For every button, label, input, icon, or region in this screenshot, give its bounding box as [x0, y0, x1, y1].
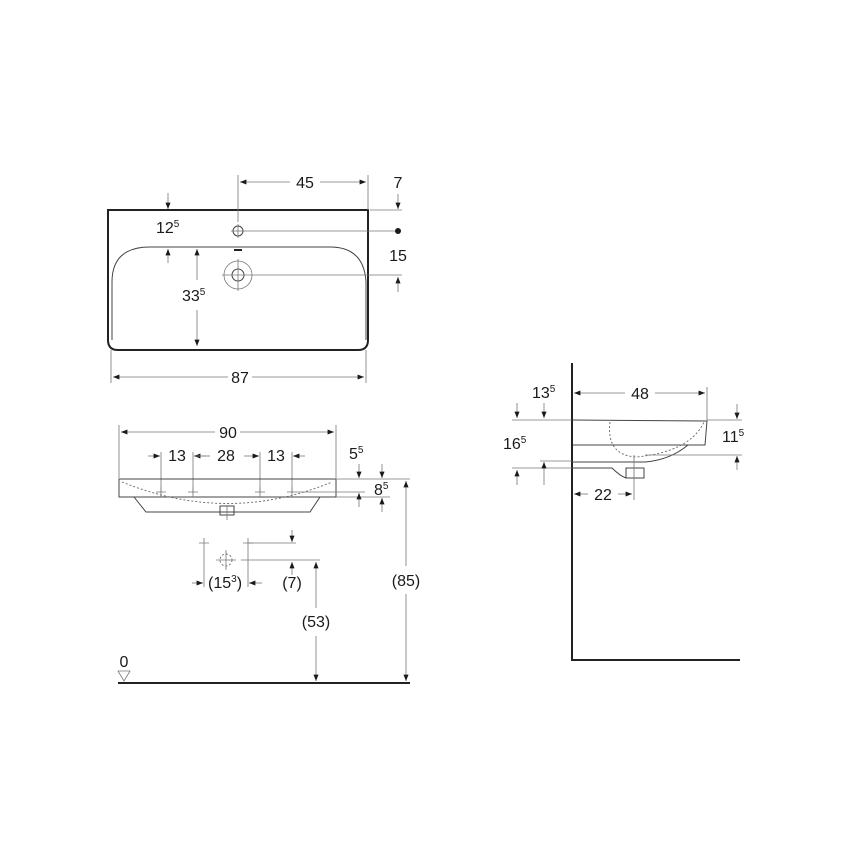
side-view: 48 135 165 115 22 — [503, 363, 745, 661]
dim-fixing-height-top: 55 — [349, 445, 364, 463]
dim-edge-offset: 7 — [394, 175, 403, 192]
dim-projection: 48 — [631, 386, 649, 403]
top-view: 45 7 15 125 335 87 — [107, 175, 407, 387]
dim-bowl-depth: 335 — [182, 287, 206, 305]
basin-outline-top — [107, 209, 369, 351]
basin-outline-front — [118, 478, 337, 498]
tap-hole-icon — [231, 224, 245, 238]
dim-waste-offset: (7) — [282, 575, 302, 592]
dim-wall-clearance: 135 — [532, 384, 556, 402]
dim-rim-depth: 125 — [156, 219, 180, 237]
dim-waste-height: (53) — [302, 614, 330, 631]
floor-level-label: 0 — [120, 654, 129, 671]
dim-hole-spacing-middle: 28 — [217, 448, 235, 465]
dim-waste-from-wall: 22 — [594, 487, 612, 504]
dim-front-height: 115 — [722, 428, 745, 446]
floor-level-triangle-icon — [117, 670, 131, 682]
dim-overall-width-front: 90 — [219, 425, 237, 442]
dim-rim-height: 85 — [374, 481, 389, 499]
dim-tap-to-edge: 45 — [296, 175, 314, 192]
waste-outlet-icon — [216, 550, 236, 570]
front-view: 90 13 28 13 55 85 — [117, 425, 420, 684]
dim-rim-height-floor: (85) — [392, 573, 420, 590]
drain-hole-icon — [222, 259, 254, 291]
dim-hole-spacing-right: 13 — [267, 448, 285, 465]
dim-tap-to-overflow: 15 — [389, 248, 407, 265]
dim-hole-spacing-left: 13 — [168, 448, 186, 465]
dim-overall-width-top: 87 — [231, 370, 249, 387]
bowl-outline-top — [111, 246, 367, 340]
basin-outline-side — [572, 419, 708, 463]
dim-waste-spacing: (153) — [208, 574, 242, 592]
dim-total-height: 165 — [503, 435, 527, 453]
